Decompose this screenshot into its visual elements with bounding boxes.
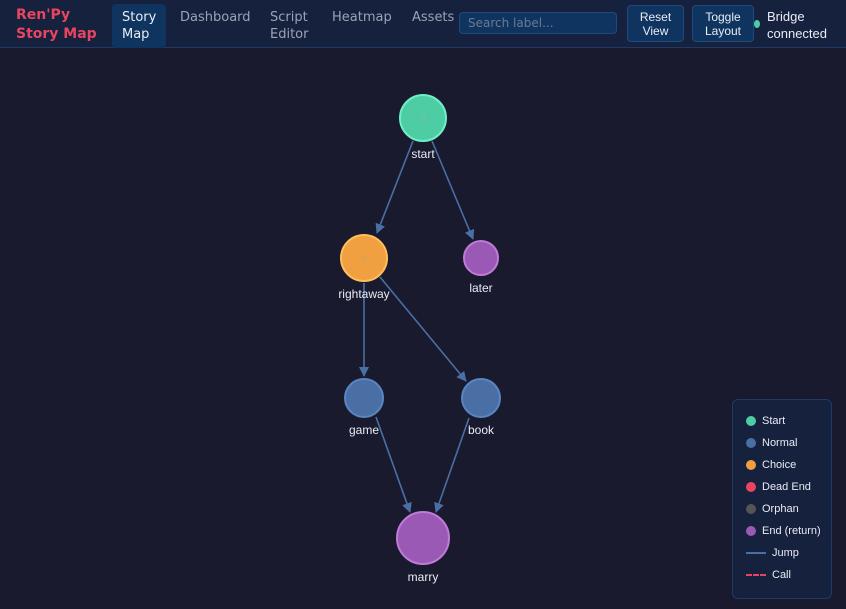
button-label: Layout — [704, 24, 742, 38]
normal-dot-icon — [746, 438, 756, 448]
legend-label: Start — [762, 415, 786, 427]
tab-label: Heatmap — [332, 10, 392, 25]
node-label: start — [411, 147, 435, 161]
legend-dead-end: Dead End — [746, 481, 811, 493]
node-marry[interactable]: marry — [396, 511, 450, 584]
edge-rightaway-book — [379, 276, 467, 382]
node-rightaway[interactable]: ? rightaway — [338, 234, 390, 301]
top-navbar: Ren'Py Story Map Story Map Dashboard Scr… — [0, 0, 846, 48]
status-line: Bridge — [767, 9, 805, 24]
app-title-line2: Story Map — [16, 26, 97, 42]
node-label: marry — [408, 570, 439, 584]
node-book[interactable]: book — [461, 378, 501, 437]
tab-label: Editor — [270, 27, 309, 42]
node-label: later — [469, 281, 492, 295]
tab-dashboard[interactable]: Dashboard — [170, 4, 261, 31]
legend-end-return: End (return) — [746, 525, 821, 537]
legend-start: Start — [746, 415, 785, 427]
orphan-dot-icon — [746, 504, 756, 514]
tab-label: Assets — [412, 10, 455, 25]
node-label: rightaway — [338, 287, 389, 301]
toggle-layout-button[interactable]: Toggle Layout — [692, 5, 754, 42]
call-dashed-line-icon — [746, 574, 766, 576]
reset-view-button[interactable]: Reset View — [627, 5, 684, 42]
button-label: View — [642, 24, 669, 38]
legend-label: Jump — [772, 547, 799, 559]
tab-label: Story — [122, 10, 157, 25]
choice-dot-icon — [746, 460, 756, 470]
edge-book-marry — [434, 417, 470, 513]
node-glyph: ? — [361, 254, 366, 264]
node-start[interactable]: ? start — [399, 94, 447, 161]
legend-label: End (return) — [762, 525, 821, 537]
search-input[interactable] — [459, 12, 617, 34]
legend-panel: Start Normal Choice Dead End Orphan End … — [732, 399, 832, 599]
legend-call: Call — [746, 569, 791, 581]
legend-choice: Choice — [746, 459, 796, 471]
node-later[interactable]: later — [463, 240, 499, 295]
app-title-line1: Ren'Py — [16, 7, 71, 23]
node-label: book — [468, 423, 495, 437]
jump-line-icon — [746, 552, 766, 554]
edge-start-later — [431, 140, 475, 240]
connection-status: Bridge connected — [767, 8, 827, 42]
edge-game-marry — [375, 416, 412, 513]
tab-assets[interactable]: Assets — [402, 4, 464, 31]
node-glyph: ? — [420, 114, 425, 124]
dead-end-dot-icon — [746, 482, 756, 492]
node-label: game — [349, 423, 379, 437]
legend-label: Orphan — [762, 503, 799, 515]
legend-normal: Normal — [746, 437, 797, 449]
tab-script-editor[interactable]: Script Editor — [260, 4, 318, 48]
tab-label: Dashboard — [180, 10, 251, 25]
start-dot-icon — [746, 416, 756, 426]
legend-label: Dead End — [762, 481, 811, 493]
end-return-dot-icon — [746, 526, 756, 536]
legend-label: Normal — [762, 437, 798, 449]
status-line: connected — [767, 26, 827, 41]
button-label: Reset — [639, 10, 672, 24]
legend-jump: Jump — [746, 547, 799, 559]
node-game[interactable]: game — [344, 378, 384, 437]
tab-label: Map — [122, 27, 150, 42]
legend-label: Choice — [762, 459, 797, 471]
connection-status-dot — [754, 20, 760, 28]
app-title: Ren'Py Story Map — [16, 6, 97, 44]
edge-start-rightaway — [375, 140, 414, 234]
legend-orphan: Orphan — [746, 503, 799, 515]
legend-label: Call — [772, 569, 791, 581]
button-label: Toggle — [705, 10, 741, 24]
tab-story-map[interactable]: Story Map — [112, 4, 167, 48]
tab-heatmap[interactable]: Heatmap — [322, 4, 402, 31]
tab-label: Script — [270, 10, 308, 25]
